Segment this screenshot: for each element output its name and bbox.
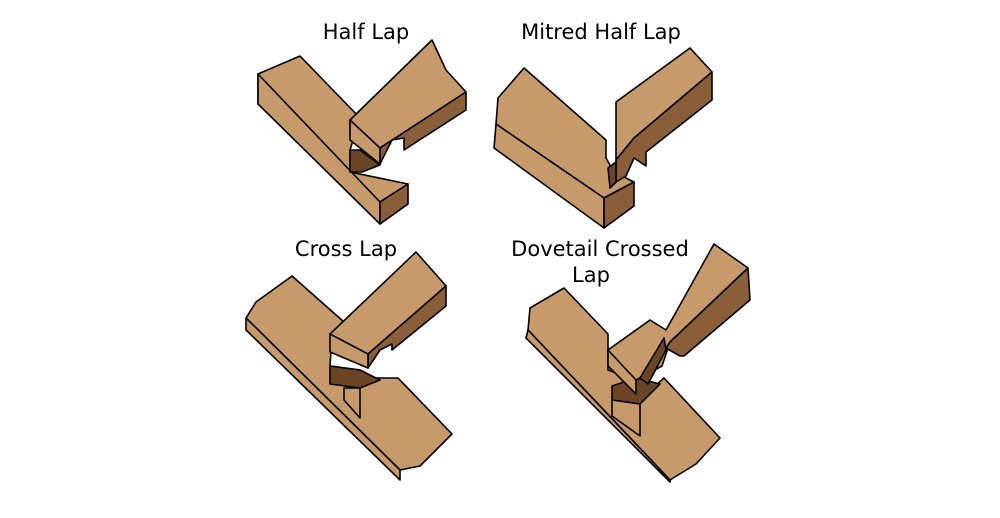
half-lap-joint: Half Lap [257,20,467,225]
half-lap-beam-b-side [379,91,467,165]
cross-lap-beam-b-front [329,333,369,369]
mitred-beam-a-end [603,181,635,229]
cross-lap-beam-a-front [245,317,401,481]
dovetail-crossed-lap-title-line-1: Dovetail Crossed [511,237,689,261]
mitred-half-lap-joint: Mitred Half Lap [493,20,713,229]
half-lap-beam-b-front [349,119,381,165]
cross-lap-joint: Cross Lap [245,237,453,481]
dovetail-crossed-lap-joint: Dovetail Crossed Lap [511,237,751,483]
dovetail-crossed-lap-title-line-2: Lap [572,263,610,287]
dovetail-beam-b-front [607,349,637,395]
dovetail-beam-b-tail [639,337,667,385]
mitred-beam-b-notch [607,161,617,189]
half-lap-beam-a-end [379,183,409,225]
cross-lap-title: Cross Lap [295,237,397,261]
cross-lap-beam-b-side [367,285,447,369]
dovetail-beam-a-front [525,329,671,483]
dovetail-beam-a-socket [611,399,641,437]
half-lap-title: Half Lap [323,20,409,44]
cross-lap-beam-a-notch-wall [343,387,361,419]
half-lap-beam-a-notch [349,149,381,173]
cross-lap-beam-a-notch-face [329,365,381,389]
mitred-half-lap-title: Mitred Half Lap [521,20,681,44]
